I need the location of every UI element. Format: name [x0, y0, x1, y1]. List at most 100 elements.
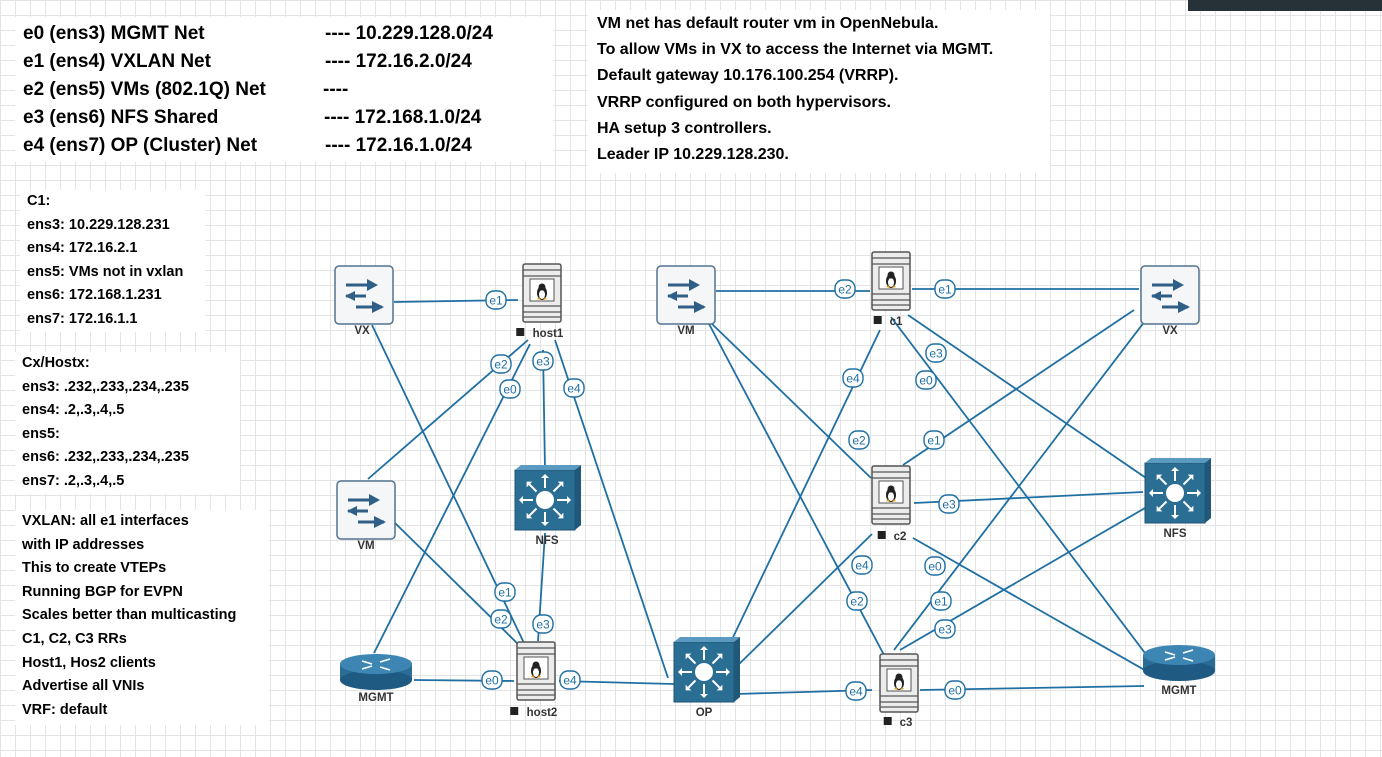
- node-nfs-right[interactable]: NFS: [1144, 458, 1211, 540]
- port-label-e2: e2: [834, 279, 856, 299]
- node-vm-right[interactable]: VM: [656, 265, 716, 337]
- node-vx-left[interactable]: VX: [334, 265, 394, 337]
- info-note-line: VM net has default router vm in OpenNebu…: [597, 15, 939, 32]
- c1-note-line: C1:: [27, 193, 51, 209]
- port-label-text: e4: [849, 685, 863, 699]
- link-c1-nfs-right: [907, 314, 1147, 479]
- interface-name: e4 (ens7) OP (Cluster) Net: [23, 135, 258, 156]
- node-label: c3: [900, 717, 913, 729]
- interface-network: ---- 172.16.2.0/24: [325, 51, 472, 72]
- interface-name: e1 (ens4) VXLAN Net: [23, 51, 211, 72]
- multilayer-switch-icon: [1144, 458, 1211, 524]
- switch-icon: [334, 265, 394, 325]
- c1-address-panel: C1: ens3: 10.229.128.231 ens4: 172.16.2.1 e…: [20, 190, 205, 332]
- node-host2[interactable]: host2: [510, 641, 558, 719]
- vxlan-note-line: This to create VTEPs: [22, 560, 167, 577]
- node-c2[interactable]: c2: [871, 465, 911, 543]
- port-label-text: e2: [852, 434, 866, 448]
- port-label-e4: e4: [563, 378, 585, 398]
- linux-server-icon: [879, 653, 919, 713]
- port-label-text: e0: [485, 674, 499, 688]
- node-label: host2: [527, 707, 558, 719]
- node-label: MGMT: [358, 692, 393, 704]
- multilayer-switch-icon: [514, 465, 581, 531]
- interface-network: ---- 172.16.1.0/24: [325, 135, 472, 156]
- interface-name: e3 (ens6) NFS Shared: [23, 107, 219, 128]
- node-label: VM: [357, 540, 374, 552]
- c1-note-line: ens5: VMs not in vxlan: [27, 263, 184, 280]
- port-label-text: e3: [942, 498, 956, 512]
- vxlan-note-line: C1, C2, C3 RRs: [22, 631, 127, 647]
- port-label-text: e1: [498, 586, 512, 600]
- node-status-square: [510, 707, 519, 715]
- node-vx-right[interactable]: VX: [1140, 265, 1200, 337]
- router-icon: [1143, 645, 1215, 681]
- node-status-square: [883, 717, 892, 725]
- linux-server-icon: [522, 263, 562, 323]
- port-label-text: e3: [929, 347, 943, 361]
- node-label: host1: [533, 328, 564, 340]
- node-c3[interactable]: c3: [879, 653, 919, 729]
- port-label-e0: e0: [924, 556, 946, 576]
- c1-note-line: ens3: 10.229.128.231: [27, 216, 170, 233]
- vxlan-note-line: Advertise all VNIs: [22, 678, 145, 695]
- info-note-line: Leader IP 10.229.128.230.: [597, 146, 789, 163]
- interface-legend-panel: e0 (ens3) MGMT Net ---- 10.229.128.0/24 e1…: [15, 17, 553, 162]
- cx-note-line: Cx/Hostx:: [22, 355, 90, 371]
- router-icon: [340, 654, 412, 690]
- port-label-text: e4: [846, 372, 860, 386]
- vxlan-note-line: Scales better than multicasting: [22, 607, 237, 624]
- node-mgmt-right[interactable]: MGMT: [1143, 645, 1215, 697]
- port-label-e0: e0: [499, 379, 521, 399]
- port-label-text: e4: [567, 382, 581, 396]
- top-bar: [1188, 0, 1382, 11]
- port-label-e1: e1: [494, 582, 516, 602]
- port-label-text: e4: [855, 559, 869, 573]
- c1-note-line: ens7: 172.16.1.1: [27, 311, 138, 327]
- port-label-text: e0: [948, 684, 962, 698]
- node-label: c1: [890, 316, 903, 328]
- port-label-text: e2: [838, 283, 852, 297]
- info-note-line: VRRP configured on both hypervisors.: [597, 93, 891, 111]
- port-label-e3: e3: [532, 614, 554, 634]
- port-label-e4: e4: [845, 681, 867, 701]
- linux-server-icon: [871, 465, 911, 525]
- port-label-text: e1: [938, 283, 952, 297]
- node-status-square: [873, 316, 882, 324]
- multilayer-switch-icon: [673, 637, 740, 703]
- node-status-square: [516, 328, 525, 336]
- node-label: VX: [1162, 325, 1178, 337]
- vxlan-note-line: Host1, Hos2 clients: [22, 654, 156, 671]
- node-op[interactable]: OP: [673, 637, 740, 719]
- node-mgmt-left[interactable]: MGMT: [340, 654, 412, 704]
- port-label-e4: e4: [842, 368, 864, 388]
- port-label-e0: e0: [944, 680, 966, 700]
- port-label-e3: e3: [925, 343, 947, 363]
- port-label-e0: e0: [915, 370, 937, 390]
- node-vm-left[interactable]: VM: [336, 480, 396, 552]
- interface-network: ---- 10.229.128.0/24: [325, 23, 493, 44]
- node-label: NFS: [1164, 528, 1187, 540]
- node-label: VM: [677, 325, 694, 337]
- interface-name: e0 (ens3) MGMT Net: [23, 23, 205, 44]
- port-label-text: e3: [536, 618, 550, 632]
- c1-note-line: ens6: 172.168.1.231: [27, 287, 162, 304]
- c1-note-line: ens4: 172.16.2.1: [27, 240, 138, 257]
- port-label-e3: e3: [532, 351, 554, 371]
- port-label-text: e0: [928, 560, 942, 574]
- vxlan-note-line: Running BGP for EVPN: [22, 583, 183, 600]
- cx-note-line: ens6: .232,.233,.234,.235: [22, 449, 189, 466]
- node-host1[interactable]: host1: [516, 263, 564, 340]
- network-info-panel: VM net has default router vm in OpenNebu…: [588, 10, 1050, 173]
- port-label-text: e2: [494, 613, 508, 627]
- topology-links: [367, 288, 1149, 695]
- link-c2-op: [733, 533, 873, 670]
- vxlan-note-line: with IP addresses: [22, 536, 145, 553]
- node-c1[interactable]: c1: [871, 251, 911, 328]
- info-note-line: Default gateway 10.176.100.254 (VRRP).: [597, 67, 899, 85]
- node-nfs-left[interactable]: NFS: [514, 465, 581, 547]
- port-label-text: e3: [536, 355, 550, 369]
